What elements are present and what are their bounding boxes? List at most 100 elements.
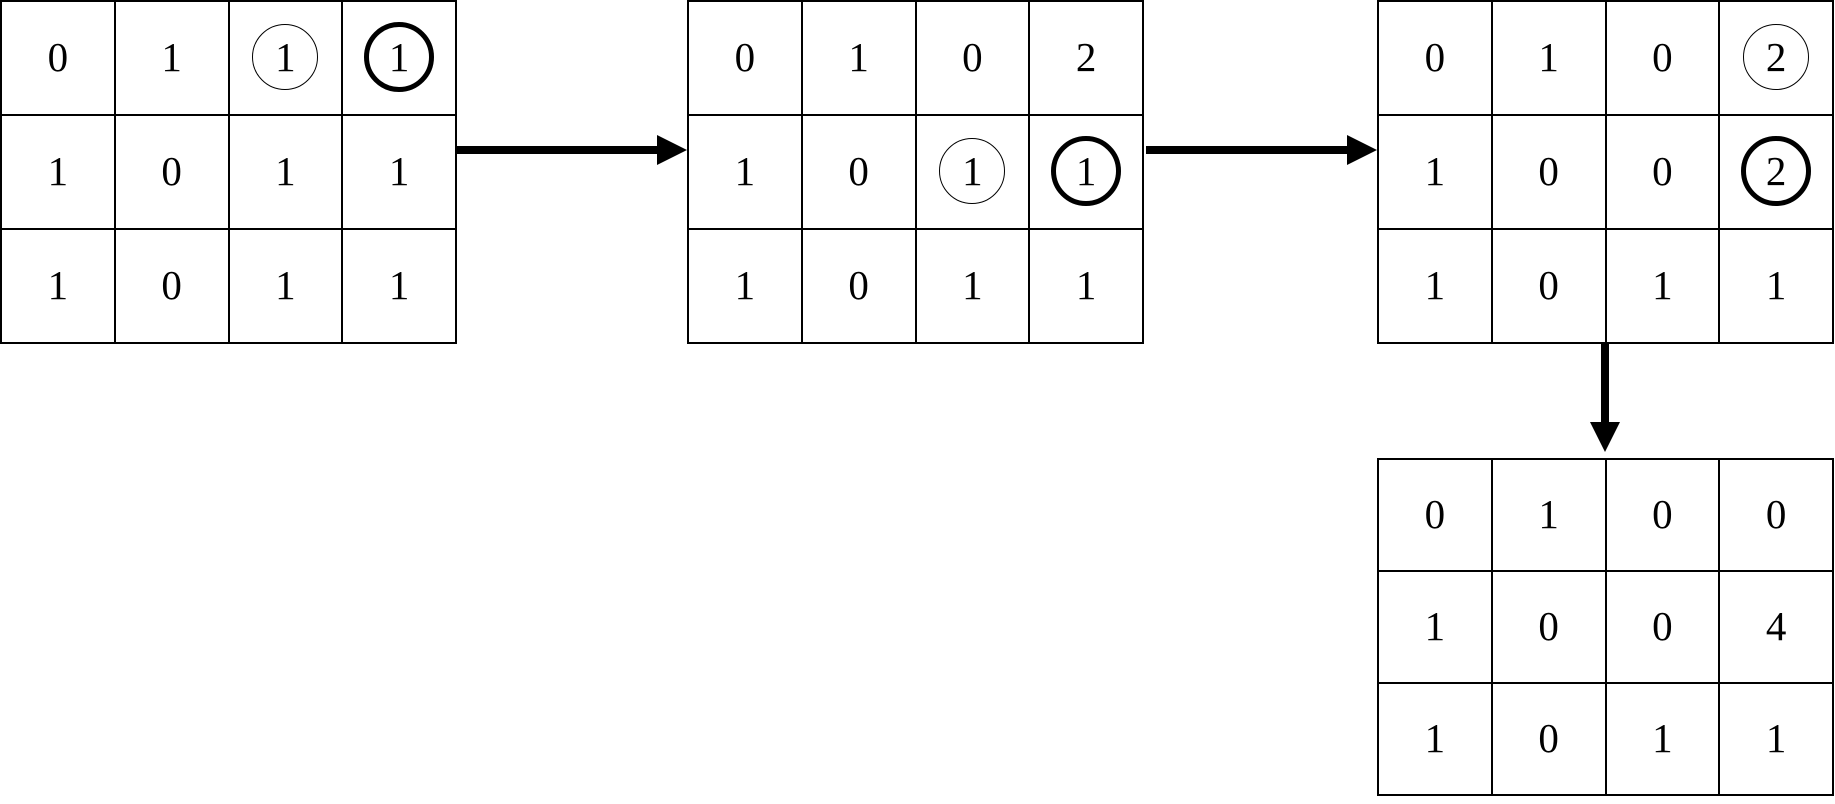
matrix-cell: 0 <box>802 116 917 230</box>
matrix-cell-value: 1 <box>47 261 69 308</box>
matrix-cell-value: 1 <box>364 22 434 92</box>
matrix-cell-value: 1 <box>388 261 410 308</box>
matrix-cell: 0 <box>1492 230 1607 344</box>
matrix-cell-value: 1 <box>1652 714 1673 761</box>
matrix-cell-value: 0 <box>1424 33 1446 80</box>
matrix-cell-value: 1 <box>1424 261 1446 308</box>
matrix-cell-value: 1 <box>962 261 983 308</box>
matrix-cell-value: 0 <box>161 261 182 308</box>
matrix-cell-value: 1 <box>275 261 296 308</box>
matrix-cell: 0 <box>2 2 116 116</box>
matrix-cell: 0 <box>1492 684 1607 796</box>
matrix-cell-value: 0 <box>161 147 182 194</box>
matrix-cell: 0 <box>1492 572 1607 684</box>
matrix-cell: 1 <box>916 116 1031 230</box>
matrix-cell: 1 <box>2 230 116 344</box>
matrix-cell-value: 1 <box>252 24 318 90</box>
matrix-step-4: 0 1 0 0 1 0 0 4 1 0 1 1 <box>1377 458 1834 796</box>
matrix-cell: 4 <box>1720 572 1834 684</box>
matrix-cell: 0 <box>1606 116 1721 230</box>
matrix-cell: 1 <box>1379 116 1493 230</box>
matrix-cell-value: 1 <box>1765 714 1787 761</box>
matrix-cell-value: 1 <box>1538 490 1559 537</box>
matrix-cell-value: 0 <box>1652 33 1673 80</box>
matrix-cell: 2 <box>1030 2 1144 116</box>
matrix-cell-value: 1 <box>1424 147 1446 194</box>
matrix-cell: 1 <box>343 2 457 116</box>
matrix-cell: 0 <box>689 2 803 116</box>
matrix-cell: 1 <box>115 2 230 116</box>
matrix-cell: 1 <box>2 116 116 230</box>
matrix-cell-value: 0 <box>1652 490 1673 537</box>
matrix-cell-value: 1 <box>734 147 756 194</box>
matrix-cell: 1 <box>1030 116 1144 230</box>
matrix-cell: 2 <box>1720 2 1834 116</box>
matrix-cell: 1 <box>1492 2 1607 116</box>
matrix-cell: 1 <box>802 2 917 116</box>
matrix-cell: 0 <box>1720 460 1834 572</box>
matrix-cell: 1 <box>343 230 457 344</box>
matrix-cell: 1 <box>1606 230 1721 344</box>
matrix-cell: 1 <box>229 230 344 344</box>
matrix-cell-value: 0 <box>1652 147 1673 194</box>
matrix-cell: 1 <box>689 116 803 230</box>
matrix-cell-value: 1 <box>388 147 410 194</box>
matrix-cell-value: 0 <box>734 33 756 80</box>
matrix-cell: 1 <box>1492 460 1607 572</box>
matrix-cell-value: 1 <box>848 33 869 80</box>
matrix-cell-value: 0 <box>1538 602 1559 649</box>
matrix-cell-value: 1 <box>734 261 756 308</box>
arrow-head <box>657 135 687 165</box>
matrix-cell: 0 <box>1379 2 1493 116</box>
matrix-cell-value: 1 <box>1424 602 1446 649</box>
matrix-cell-value: 0 <box>1424 490 1446 537</box>
matrix-cell-value: 0 <box>1765 490 1787 537</box>
matrix-cell-value: 2 <box>1741 136 1811 206</box>
matrix-cell: 1 <box>229 116 344 230</box>
matrix-cell-value: 1 <box>47 147 69 194</box>
matrix-cell: 1 <box>1379 684 1493 796</box>
matrix-cell-value: 4 <box>1765 602 1787 649</box>
matrix-cell-value: 0 <box>1538 261 1559 308</box>
matrix-cell-value: 1 <box>1075 261 1097 308</box>
arrow-head <box>1347 135 1377 165</box>
matrix-cell: 1 <box>689 230 803 344</box>
matrix-cell-value: 2 <box>1075 33 1097 80</box>
matrix-cell-value: 1 <box>1765 261 1787 308</box>
matrix-cell: 1 <box>229 2 344 116</box>
matrix-cell-value: 0 <box>47 33 69 80</box>
matrix-cell-value: 0 <box>1652 602 1673 649</box>
matrix-cell-value: 1 <box>161 33 182 80</box>
matrix-cell: 1 <box>1720 230 1834 344</box>
arrow-head <box>1590 422 1620 452</box>
arrow-shaft <box>1601 344 1609 422</box>
matrix-cell: 0 <box>1606 572 1721 684</box>
matrix-cell-value: 1 <box>275 147 296 194</box>
matrix-cell: 1 <box>1030 230 1144 344</box>
matrix-cell: 1 <box>1606 684 1721 796</box>
matrix-cell: 0 <box>1606 460 1721 572</box>
matrix-cell: 1 <box>1720 684 1834 796</box>
matrix-cell-value: 1 <box>1051 136 1121 206</box>
matrix-cell-value: 1 <box>1424 714 1446 761</box>
matrix-cell: 0 <box>916 2 1031 116</box>
matrix-cell: 0 <box>115 230 230 344</box>
arrow-shaft <box>457 146 657 154</box>
matrix-cell-value: 2 <box>1743 24 1809 90</box>
matrix-cell-value: 0 <box>962 33 983 80</box>
matrix-cell-value: 1 <box>1538 33 1559 80</box>
matrix-cell: 0 <box>1379 460 1493 572</box>
matrix-cell-value: 0 <box>848 261 869 308</box>
matrix-cell-value: 1 <box>1652 261 1673 308</box>
matrix-cell: 1 <box>1379 230 1493 344</box>
matrix-cell-value: 0 <box>848 147 869 194</box>
matrix-cell-value: 0 <box>1538 714 1559 761</box>
matrix-cell: 0 <box>802 230 917 344</box>
matrix-cell: 1 <box>343 116 457 230</box>
matrix-cell: 0 <box>1606 2 1721 116</box>
matrix-cell: 1 <box>1379 572 1493 684</box>
